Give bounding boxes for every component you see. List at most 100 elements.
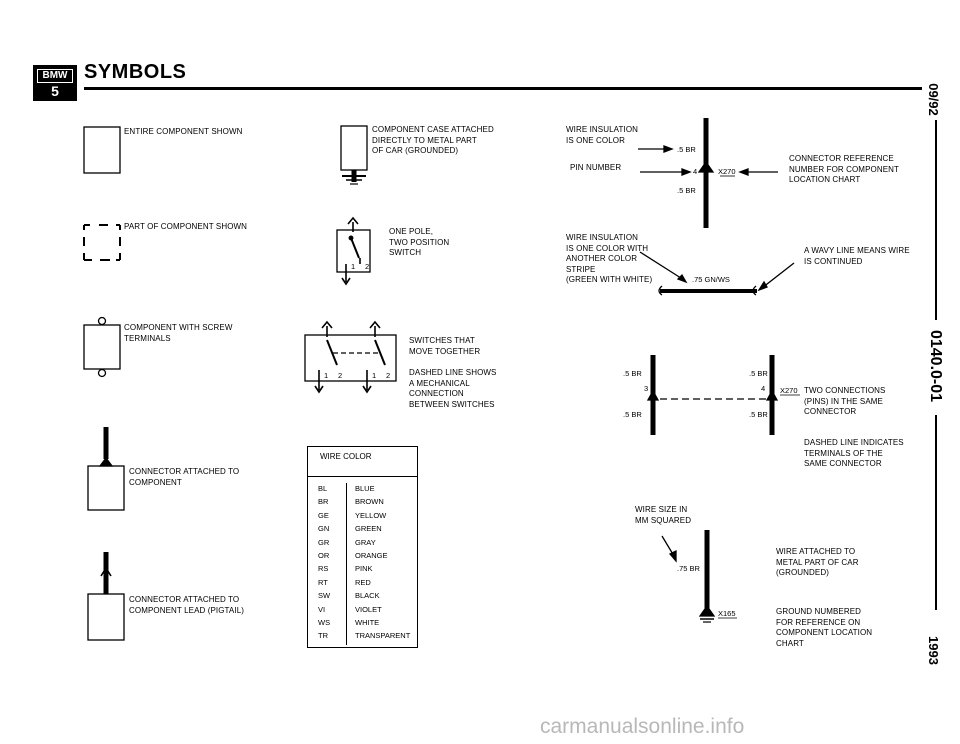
side-year: 1993 — [925, 636, 941, 665]
pin-label-4-right: 4 — [761, 384, 766, 393]
desc-case-grounded: COMPONENT CASE ATTACHED DIRECTLY TO META… — [372, 125, 494, 155]
grounded-case-symbol — [340, 125, 368, 185]
color-name: YELLOW — [355, 510, 387, 520]
desc-wire-stripe: WIRE INSULATION IS ONE COLOR WITH ANOTHE… — [566, 233, 653, 284]
color-code: OR — [318, 551, 330, 560]
screw-terminal-symbol — [83, 316, 121, 378]
entire-component-symbol — [83, 126, 121, 174]
color-code: RT — [318, 577, 328, 587]
one-pole-switch-symbol — [336, 216, 371, 286]
side-line-1 — [935, 120, 937, 320]
color-name: BROWN — [355, 497, 384, 507]
desc-screw-terminals: COMPONENT WITH SCREW TERMINALS — [124, 323, 233, 343]
desc-two-connections: TWO CONNECTIONS (PINS) IN THE SAME CONNE… — [804, 386, 886, 416]
color-code: GE — [318, 510, 329, 520]
pin-label-3: 3 — [644, 384, 649, 393]
side-strip: 09/92 0140.0-01 1993 — [925, 70, 955, 670]
color-name: GRAY — [355, 537, 376, 547]
color-name: TRANSPARENT — [355, 631, 411, 641]
color-name: VIOLET — [355, 604, 382, 614]
color-code: RS — [318, 564, 329, 574]
switch-b-pin-2: 2 — [386, 371, 391, 380]
desc-dashed-mechanical: DASHED LINE SHOWS A MECHANICAL CONNECTIO… — [409, 368, 497, 409]
desc-entire-component: ENTIRE COMPONENT SHOWN — [124, 127, 243, 136]
color-code: WS — [318, 618, 331, 627]
table-row: BR BROWN — [308, 495, 417, 508]
desc-wire-size: WIRE SIZE IN MM SQUARED — [635, 505, 692, 525]
desc-wire-one-color: WIRE INSULATION IS ONE COLOR — [566, 125, 639, 145]
switch-b-pin-1: 1 — [372, 371, 377, 380]
logo-text-bottom: 5 — [51, 83, 59, 99]
table-row: RS PINK — [308, 562, 417, 575]
page-title: SYMBOLS — [84, 61, 187, 83]
desc-connector-pigtail: CONNECTOR ATTACHED TO COMPONENT LEAD (PI… — [129, 595, 245, 615]
desc-ground-number: GROUND NUMBERED FOR REFERENCE ON COMPONE… — [776, 607, 873, 648]
wire-color-header: WIRE COLOR — [308, 447, 417, 477]
color-name: RED — [355, 577, 371, 587]
desc-switches-together: SWITCHES THAT MOVE TOGETHER — [409, 336, 481, 356]
switch-pin-2: 2 — [365, 262, 370, 271]
desc-dashed-terminals: DASHED LINE INDICATES TERMINALS OF THE S… — [804, 438, 904, 468]
part-component-symbol — [83, 224, 121, 261]
side-line-2 — [935, 415, 937, 610]
wire-label-075br: .75 BR — [677, 564, 700, 573]
desc-part-component: PART OF COMPONENT SHOWN — [124, 222, 248, 231]
ground-label-x165: X165 — [718, 609, 736, 618]
side-doc-number: 0140.0-01 — [927, 329, 945, 403]
switches-together-symbol — [304, 320, 397, 394]
wire-label-gnws: .75 GN/WS — [692, 275, 730, 284]
color-code: GN — [318, 524, 330, 534]
wire-label-left-top: .5 BR — [623, 369, 642, 378]
pin-label-4: 4 — [693, 167, 698, 176]
desc-connector-attached: CONNECTOR ATTACHED TO COMPONENT — [129, 467, 240, 487]
connector-label-x270: X270 — [718, 167, 736, 176]
table-row: GE YELLOW — [308, 509, 417, 522]
color-name: PINK — [355, 564, 373, 574]
color-name: GREEN — [355, 524, 382, 534]
wire-label-top: .5 BR — [677, 145, 696, 154]
watermark-text: carmanualsonline.info — [540, 715, 745, 738]
table-row: TR TRANSPARENT — [308, 629, 417, 642]
color-code: BR — [318, 497, 329, 507]
wire-connector-symbol — [638, 118, 778, 228]
symbols-diagram — [83, 118, 800, 641]
connector-label-x270-right: X270 — [780, 386, 798, 395]
ground-wire-symbol — [661, 530, 737, 623]
color-name: BLACK — [355, 591, 380, 601]
table-row: WS WHITE — [308, 616, 417, 629]
wavy-wire-symbol — [639, 251, 795, 296]
wire-color-divider — [346, 483, 347, 645]
color-code: VI — [318, 604, 326, 614]
table-row: GN GREEN — [308, 522, 417, 535]
bmw-logo: BMW 5 — [33, 65, 77, 101]
wire-label-bottom: .5 BR — [677, 186, 696, 195]
desc-pin-number: PIN NUMBER — [570, 163, 622, 172]
color-code: TR — [318, 631, 328, 641]
wire-label-right-bottom: .5 BR — [749, 410, 768, 419]
wire-color-table: WIRE COLOR BL BLUE BR BROWN GE YELLOW GN GRE… — [307, 446, 418, 648]
table-row: VI VIOLET — [308, 603, 417, 616]
two-connections-symbol — [646, 355, 800, 435]
color-code: GR — [318, 537, 330, 547]
color-name: WHITE — [355, 618, 380, 627]
switch-pin-1: 1 — [351, 262, 356, 271]
desc-connector-reference: CONNECTOR REFERENCE NUMBER FOR COMPONENT… — [789, 154, 899, 184]
wire-color-title: WIRE COLOR — [320, 452, 372, 461]
switch-a-pin-1: 1 — [324, 371, 329, 380]
header-rule — [84, 87, 922, 90]
connector-component-symbol — [87, 427, 125, 511]
connector-pigtail-symbol — [87, 552, 125, 641]
desc-wavy-line: A WAVY LINE MEANS WIRE IS CONTINUED — [804, 246, 910, 266]
switch-a-pin-2: 2 — [338, 371, 343, 380]
wire-label-right-top: .5 BR — [749, 369, 768, 378]
wire-label-left-bottom: .5 BR — [623, 410, 642, 419]
desc-one-pole-switch: ONE POLE, TWO POSITION SWITCH — [389, 227, 450, 257]
logo-text-top: BMW — [37, 69, 73, 83]
table-row: GR GRAY — [308, 536, 417, 549]
table-row: RT RED — [308, 576, 417, 589]
color-code: BL — [318, 484, 328, 493]
color-name: BLUE — [355, 484, 375, 493]
side-date: 09/92 — [925, 83, 941, 116]
